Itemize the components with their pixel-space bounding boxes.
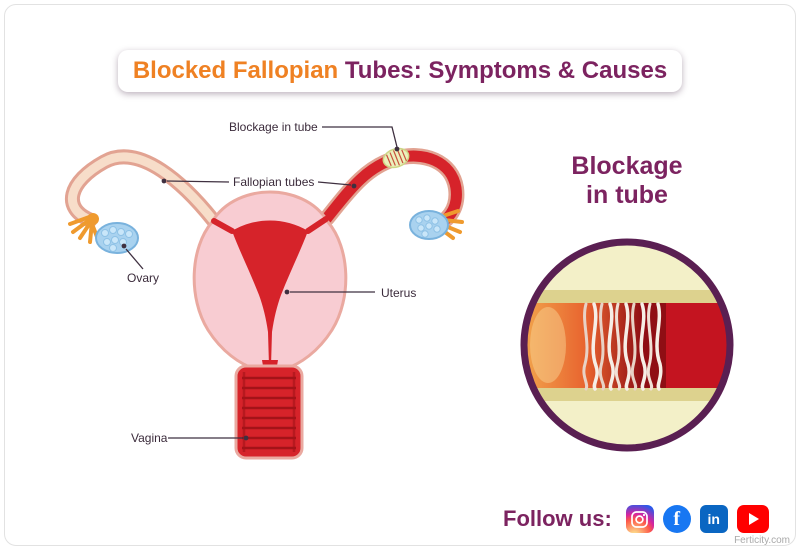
uterus-cavity (232, 220, 308, 366)
instagram-glyph (631, 510, 649, 528)
youtube-play-glyph (748, 513, 759, 525)
footer: Follow us: f in (503, 505, 769, 533)
youtube-icon[interactable] (736, 505, 769, 533)
label-blockage-in-tube: Blockage in tube (229, 120, 318, 134)
title-highlight: Blocked Fallopian (132, 57, 339, 84)
inset-tube (527, 290, 727, 401)
watermark: Ferticity.com (734, 535, 790, 546)
linkedin-icon[interactable]: in (699, 505, 728, 533)
inset-heading-line1: Blockage (571, 152, 683, 180)
inset-heading: Blockage in tube (520, 152, 734, 210)
uterus-shape (192, 190, 348, 372)
inset-circle (520, 238, 734, 452)
instagram-icon[interactable] (625, 505, 654, 533)
left-ovary-shape (95, 222, 139, 254)
label-vagina: Vagina (131, 431, 168, 445)
social-icons: f in (625, 505, 769, 533)
vagina-shape (234, 364, 304, 460)
title-banner: Blocked Fallopian Tubes: Symptoms & Caus… (118, 50, 682, 92)
title-rest: Tubes: Symptoms & Causes (338, 57, 668, 84)
facebook-icon[interactable]: f (662, 505, 691, 533)
connector-lines (121, 126, 400, 441)
label-fallopian-tubes: Fallopian tubes (233, 175, 315, 189)
right-ovary-shape (409, 210, 449, 240)
linkedin-glyph: in (707, 511, 720, 527)
anatomy-diagram (64, 147, 465, 460)
facebook-glyph: f (673, 508, 681, 530)
inset-heading-line2: in tube (586, 180, 668, 209)
label-ovary: Ovary (127, 271, 160, 285)
left-fallopian-tube (64, 149, 221, 228)
blockage-spot (382, 147, 410, 169)
follow-us-label: Follow us: (503, 506, 612, 531)
inset-blockage-strands (582, 302, 663, 391)
label-uterus: Uterus (381, 286, 417, 300)
left-fimbriae-shape (68, 213, 101, 244)
